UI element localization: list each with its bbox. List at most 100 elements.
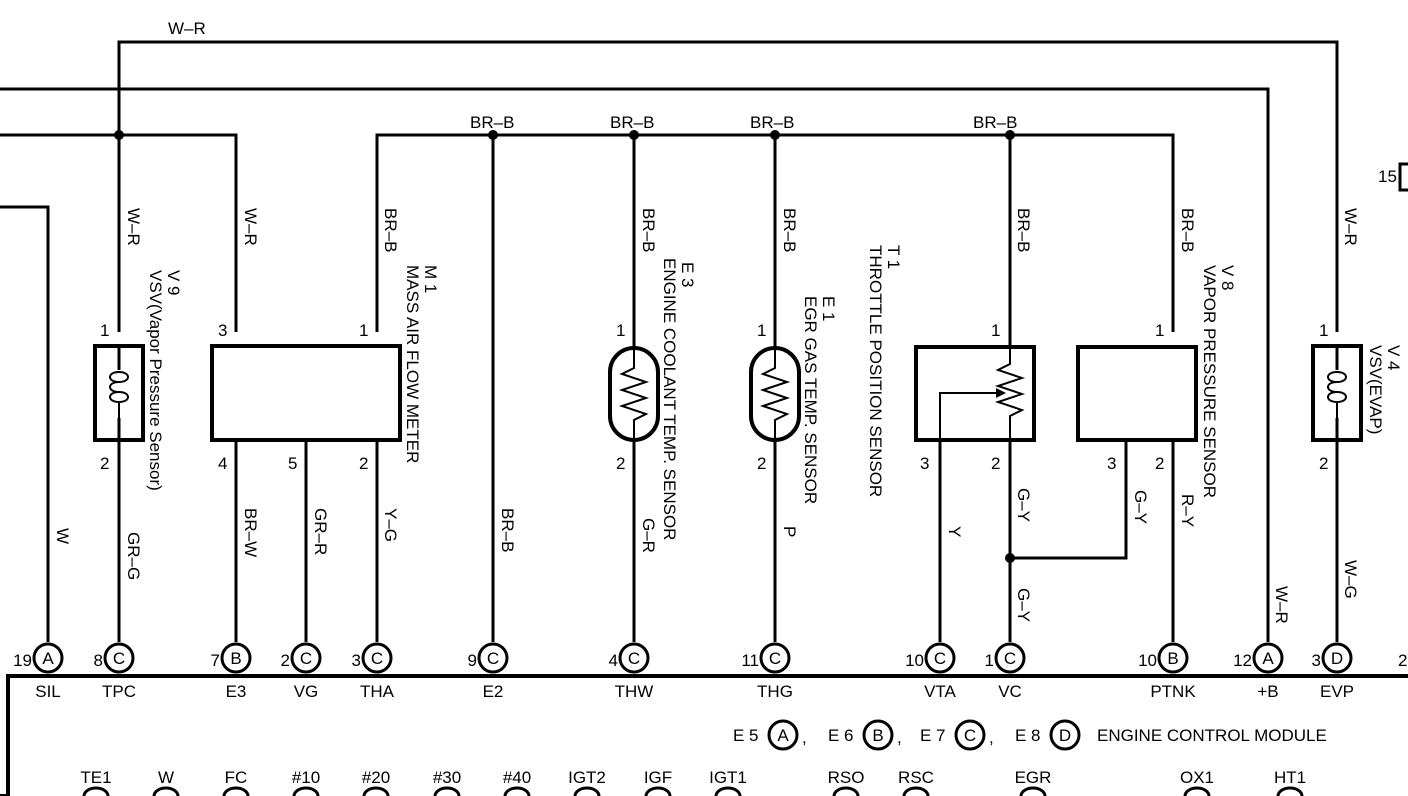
wire-label-tpc: GR–G: [124, 532, 143, 580]
connector-number: 10: [1138, 651, 1157, 670]
connector-letter: D: [1331, 649, 1343, 668]
wire-label-v8-up: BR–B: [1178, 208, 1197, 252]
connector-number: 12: [1233, 651, 1252, 670]
bottom-connector-arc: [503, 786, 531, 796]
junction-dot: [1005, 130, 1015, 140]
wire-label-vg: GR–R: [311, 508, 330, 555]
legend-prefix: E 5: [733, 726, 759, 745]
legend-separator: ,: [897, 728, 902, 747]
pin-number: 1: [991, 321, 1000, 340]
bottom-terminal-label: IGT1: [709, 768, 747, 787]
wire-label-brb: BR–B: [610, 113, 654, 132]
wire-label-vta: Y: [945, 526, 964, 537]
m1-body: [210, 344, 402, 442]
connector-letter: A: [1262, 649, 1274, 668]
pin-number: 2: [100, 454, 109, 473]
legend-circle: [954, 719, 986, 751]
connector-circle: [1157, 642, 1189, 674]
connector-circle: [994, 642, 1026, 674]
wire-label-brb: BR–B: [470, 113, 514, 132]
connector-letter: C: [487, 649, 499, 668]
bottom-terminal-label: #10: [292, 768, 320, 787]
junction-dot: [629, 130, 639, 140]
vertical-wire-labels: W–R W–R BR–B BR–B BR–B BR–B BR–B W–R W G…: [53, 208, 1360, 624]
pin-number: 2: [1319, 454, 1328, 473]
pin-number: 5: [288, 454, 297, 473]
arrow-icon: [996, 388, 1006, 398]
bottom-connector-arc: [222, 786, 250, 796]
ecm-terminal-label: THG: [757, 682, 793, 701]
ecm-connectors: A19SILC8TPCB7E3C2VGC3THAC9E2C4THWC11THGC…: [13, 642, 1354, 701]
wire-label-vc2: G–Y: [1014, 588, 1033, 622]
connector-number: 4: [609, 651, 618, 670]
wire-label-vc1: G–Y: [1014, 488, 1033, 522]
bottom-terminal-label: IGF: [644, 768, 672, 787]
v9-name: VSV(Vapor Pressure Sensor): [146, 270, 165, 491]
legend-circle: [767, 719, 799, 751]
connector-circle: [1321, 642, 1353, 674]
junction-dot: [770, 130, 780, 140]
component-labels: V 9 VSV(Vapor Pressure Sensor) M 1 MASS …: [146, 245, 1403, 540]
potentiometer-icon: [994, 347, 1026, 440]
legend-prefix: E 8: [1015, 726, 1041, 745]
v4-ref: V 4: [1384, 345, 1403, 371]
pin-number: 1: [359, 321, 368, 340]
connector-number: 7: [211, 651, 220, 670]
connector-letter: C: [934, 649, 946, 668]
ecm-terminal-label: VTA: [924, 682, 956, 701]
top-wire-labels: W–R BR–B BR–B BR–B BR–B: [168, 19, 1017, 132]
connector-number: 1: [985, 651, 994, 670]
pin-number: 3: [920, 454, 929, 473]
wire-v8-3: [1010, 440, 1128, 560]
junction-dot: [488, 130, 498, 140]
legend-separator: ,: [802, 728, 807, 747]
connector-letter: C: [769, 649, 781, 668]
connector-number: 10: [905, 651, 924, 670]
right-edge-number: 2: [1398, 651, 1407, 670]
coil-icon: [1327, 371, 1347, 418]
t1-name: THROTTLE POSITION SENSOR: [866, 245, 885, 497]
connector-number: 19: [13, 651, 32, 670]
t1-body: [914, 345, 1036, 442]
connector-circle: [32, 642, 64, 674]
connector-letter: C: [113, 649, 125, 668]
e1-name: EGR GAS TEMP. SENSOR: [801, 296, 820, 504]
legend-separator: ,: [989, 728, 994, 747]
e3-ref: E 3: [678, 262, 697, 288]
connector-circle: [1252, 642, 1284, 674]
connector-circle: [103, 642, 135, 674]
wire-label-ptnk: R–Y: [1178, 494, 1197, 527]
pin-number: 2: [991, 454, 1000, 473]
connector-circle: [361, 642, 393, 674]
connector-circle: [220, 642, 252, 674]
ecm-terminal-label: +B: [1257, 682, 1278, 701]
wire-label-e2: BR–B: [498, 508, 517, 552]
legend-letter: B: [872, 726, 883, 745]
pin-number: 4: [218, 454, 227, 473]
ecm-terminal-label: TPC: [102, 682, 136, 701]
bottom-connector-arc: [1276, 786, 1304, 796]
ecm-terminal-label: SIL: [35, 682, 61, 701]
bottom-connector-arc: [1183, 786, 1211, 796]
connector-letter: C: [371, 649, 383, 668]
bottom-connector-arc: [362, 786, 390, 796]
connector-letter: B: [230, 649, 241, 668]
component-m1: [210, 344, 402, 442]
wire-label-m1-1: BR–B: [381, 208, 400, 252]
connector-letter: C: [1004, 649, 1016, 668]
e3-name: ENGINE COOLANT TEMP. SENSOR: [660, 258, 679, 540]
resistor-icon: [759, 350, 791, 440]
m1-ref: M 1: [421, 265, 440, 293]
bottom-terminal-label: #20: [362, 768, 390, 787]
connector-number: 2: [281, 651, 290, 670]
component-e3: [608, 346, 660, 442]
wire-label-t1-up: BR–B: [1014, 208, 1033, 252]
connector-letter: B: [1167, 649, 1178, 668]
ecm-outline: [0, 674, 1408, 796]
pin-number: 2: [757, 454, 766, 473]
